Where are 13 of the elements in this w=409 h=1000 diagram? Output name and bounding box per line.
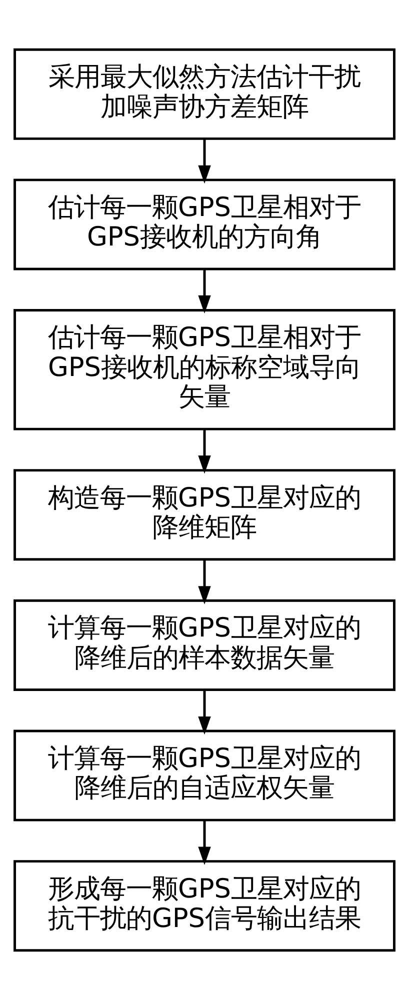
arrow (198, 430, 211, 474)
arrow (198, 690, 211, 735)
node-box: 构造每一颗GPS卫星对应的降维矩阵 (14, 469, 396, 561)
node-box: 估计每一颗GPS卫星相对于GPS接收机的方向角 (14, 178, 396, 270)
arrow (198, 138, 211, 184)
arrow (198, 820, 211, 865)
arrow (198, 269, 211, 314)
node-box: 计算每一颗GPS卫星对应的降维后的样本数据矢量 (14, 599, 396, 691)
node-box: 计算每一颗GPS卫星对应的降维后的自适应权矢量 (14, 730, 396, 822)
node-box: 估计每一颗GPS卫星相对于GPS接收机的标称空域导向矢量 (14, 309, 396, 430)
node-box: 采用最大似然方法估计干扰加噪声协方差矩阵 (14, 48, 396, 140)
node-box: 形成每一颗GPS卫星对应的抗干扰的GPS信号输出结果 (14, 860, 396, 952)
arrow (198, 560, 211, 604)
